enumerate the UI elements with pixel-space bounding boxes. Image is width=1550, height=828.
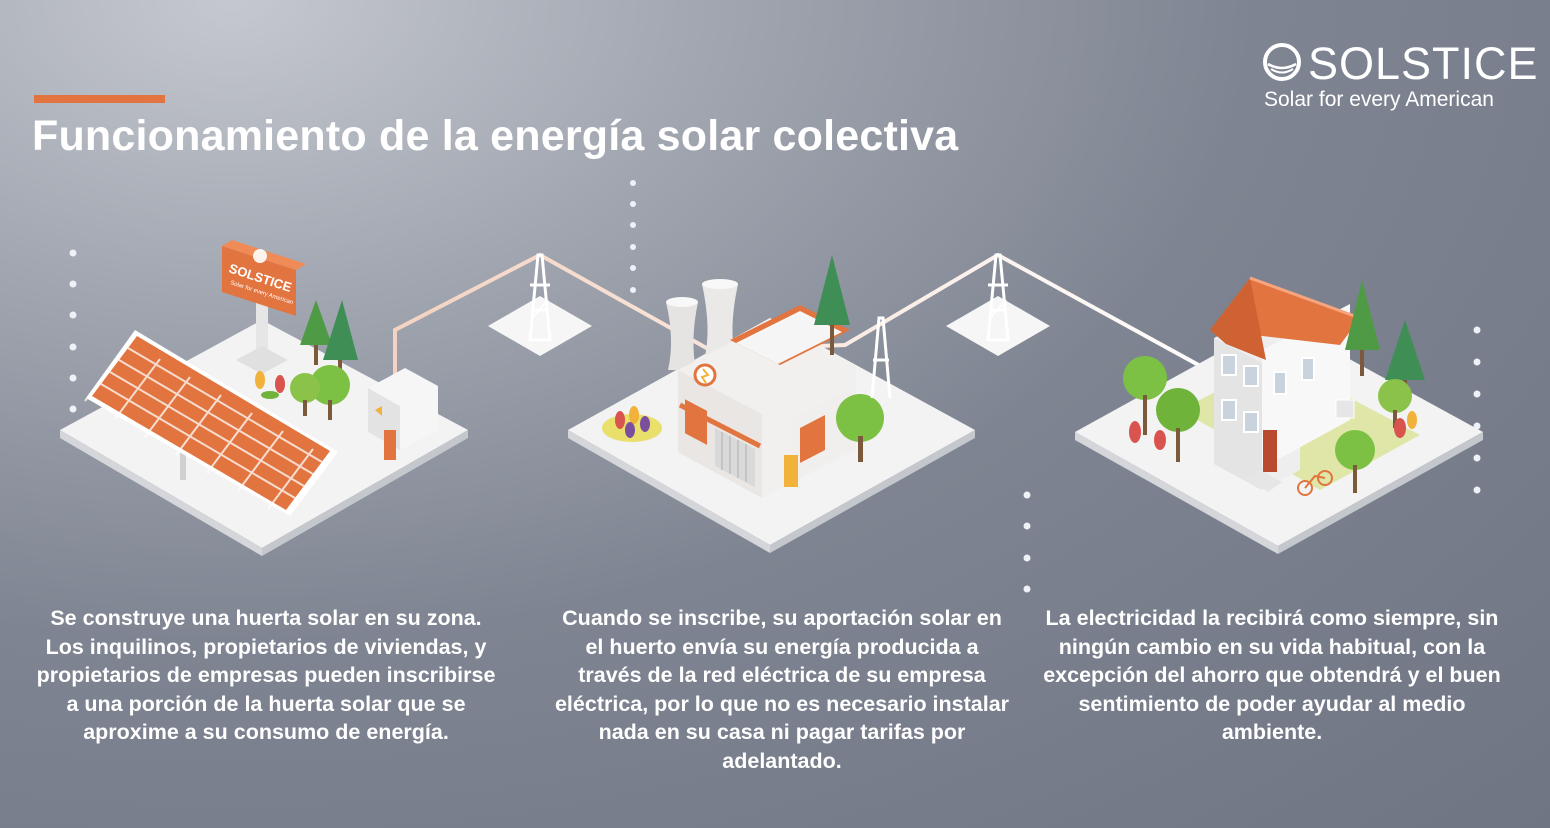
energy-flow-illustration: SOLSTICE Solar for every American [60,180,1483,593]
step-1-caption: Se construye una huerta solar en su zona… [36,606,496,745]
brand-logo: SOLSTICE Solar for every American [1262,38,1538,118]
logo-tagline: Solar for every American [1264,88,1494,111]
page-title: Funcionamiento de la energía solar colec… [32,112,959,160]
transmission-tower-icon [946,253,1050,356]
title-accent-bar [34,95,165,103]
logo-name: SOLSTICE [1308,38,1539,89]
house-icon [1075,276,1483,554]
step-2-caption: Cuando se inscribe, su aportación solar … [554,606,1010,773]
step-3-caption: La electricidad la recibirá como siempre… [1043,606,1501,745]
decorative-dots [69,180,1481,593]
transmission-tower-icon [488,253,592,356]
solstice-sun-icon [1263,43,1301,81]
solar-farm-icon: SOLSTICE Solar for every American [60,240,468,556]
power-plant-icon [568,255,975,553]
